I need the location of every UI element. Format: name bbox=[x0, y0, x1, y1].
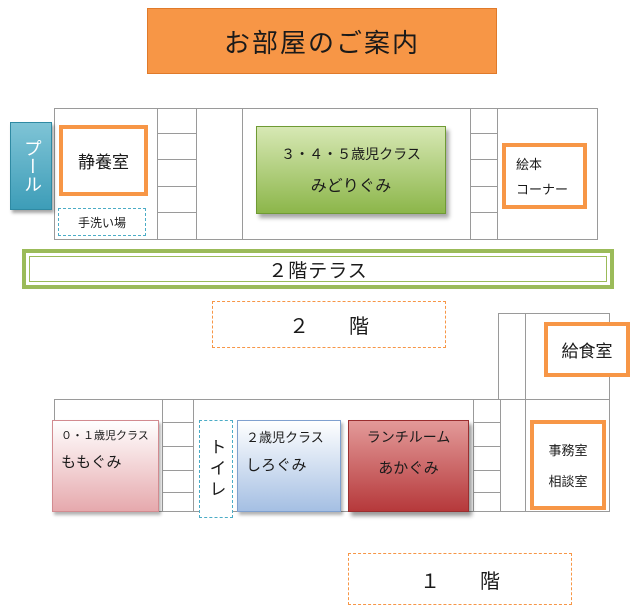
floor1-divider bbox=[525, 399, 526, 512]
stair-step bbox=[162, 492, 193, 493]
picture-book-line1: 絵本 bbox=[516, 158, 543, 173]
stair-step bbox=[157, 133, 196, 134]
stair-step bbox=[162, 470, 193, 471]
picture-book-corner: 絵本 コーナー bbox=[502, 143, 587, 209]
picture-book-line2: コーナー bbox=[516, 183, 569, 198]
stair-step bbox=[473, 470, 500, 471]
floor2-label-text: ２ 階 bbox=[289, 314, 369, 338]
lunch-room-name: あかぐみ bbox=[378, 459, 439, 477]
stair-step bbox=[157, 159, 196, 160]
stair-step bbox=[473, 492, 500, 493]
class-midorigumi: ３・４・５歳児クラス みどりぐみ bbox=[256, 126, 446, 214]
floor1-divider bbox=[193, 399, 194, 512]
kitchen: 給食室 bbox=[544, 322, 630, 377]
lunch-room-label: ランチルーム bbox=[366, 430, 451, 446]
terrace-label: ２階テラス bbox=[268, 259, 368, 282]
second-floor-terrace: ２階テラス bbox=[22, 249, 614, 289]
floor2-divider bbox=[196, 108, 197, 240]
stair-step bbox=[473, 446, 500, 447]
page-title-text: お部屋のご案内 bbox=[223, 28, 420, 59]
stair-step bbox=[470, 186, 497, 187]
stair-step bbox=[470, 212, 497, 213]
office-consultation-room: 事務室 相談室 bbox=[530, 420, 606, 510]
toilet-label: トイレ bbox=[205, 437, 226, 501]
washroom-label: 手洗い場 bbox=[77, 215, 126, 230]
floor2-divider bbox=[470, 108, 471, 240]
class-midorigumi-name: みどりぐみ bbox=[310, 176, 392, 195]
rest-room-label: 静養室 bbox=[78, 153, 129, 173]
floor2-divider bbox=[157, 108, 158, 240]
lunch-room-akagumi: ランチルーム あかぐみ bbox=[348, 420, 469, 512]
class-momogumi-name: ももぐみ bbox=[61, 453, 122, 471]
page-title: お部屋のご案内 bbox=[147, 8, 497, 74]
office-line2: 相談室 bbox=[548, 475, 588, 490]
floor1-divider bbox=[162, 399, 163, 512]
floor1-label: １ 階 bbox=[348, 553, 572, 605]
stair-step bbox=[162, 446, 193, 447]
toilet: トイレ bbox=[199, 420, 233, 518]
pool-label: プール bbox=[21, 139, 42, 193]
class-midorigumi-age: ３・４・５歳児クラス bbox=[281, 147, 421, 163]
kitchen-label: 給食室 bbox=[561, 342, 613, 362]
stair-step bbox=[162, 422, 193, 423]
stair-step bbox=[157, 212, 196, 213]
rest-room: 静養室 bbox=[59, 125, 148, 196]
floor2-divider bbox=[497, 108, 498, 240]
floor1-divider bbox=[473, 399, 474, 512]
stair-step bbox=[473, 422, 500, 423]
class-momogumi: ０・１歳児クラス ももぐみ bbox=[52, 420, 159, 512]
floor1-divider bbox=[500, 399, 501, 512]
stair-step bbox=[470, 133, 497, 134]
class-shirogumi: ２歳児クラス しろぐみ bbox=[237, 420, 341, 512]
terrace-inner-border bbox=[29, 256, 607, 282]
class-shirogumi-age: ２歳児クラス bbox=[246, 431, 324, 446]
office-line1: 事務室 bbox=[548, 444, 588, 459]
floor1-label-text: １ 階 bbox=[420, 568, 500, 593]
floor2-divider bbox=[242, 108, 243, 240]
class-shirogumi-name: しろぐみ bbox=[246, 456, 307, 474]
washroom: 手洗い場 bbox=[58, 208, 146, 236]
floor2-label: ２ 階 bbox=[212, 301, 446, 348]
class-momogumi-age: ０・１歳児クラス bbox=[61, 429, 149, 442]
stair-step bbox=[470, 159, 497, 160]
floor1-divider bbox=[525, 313, 526, 400]
stair-step bbox=[157, 186, 196, 187]
pool: プール bbox=[10, 122, 52, 210]
